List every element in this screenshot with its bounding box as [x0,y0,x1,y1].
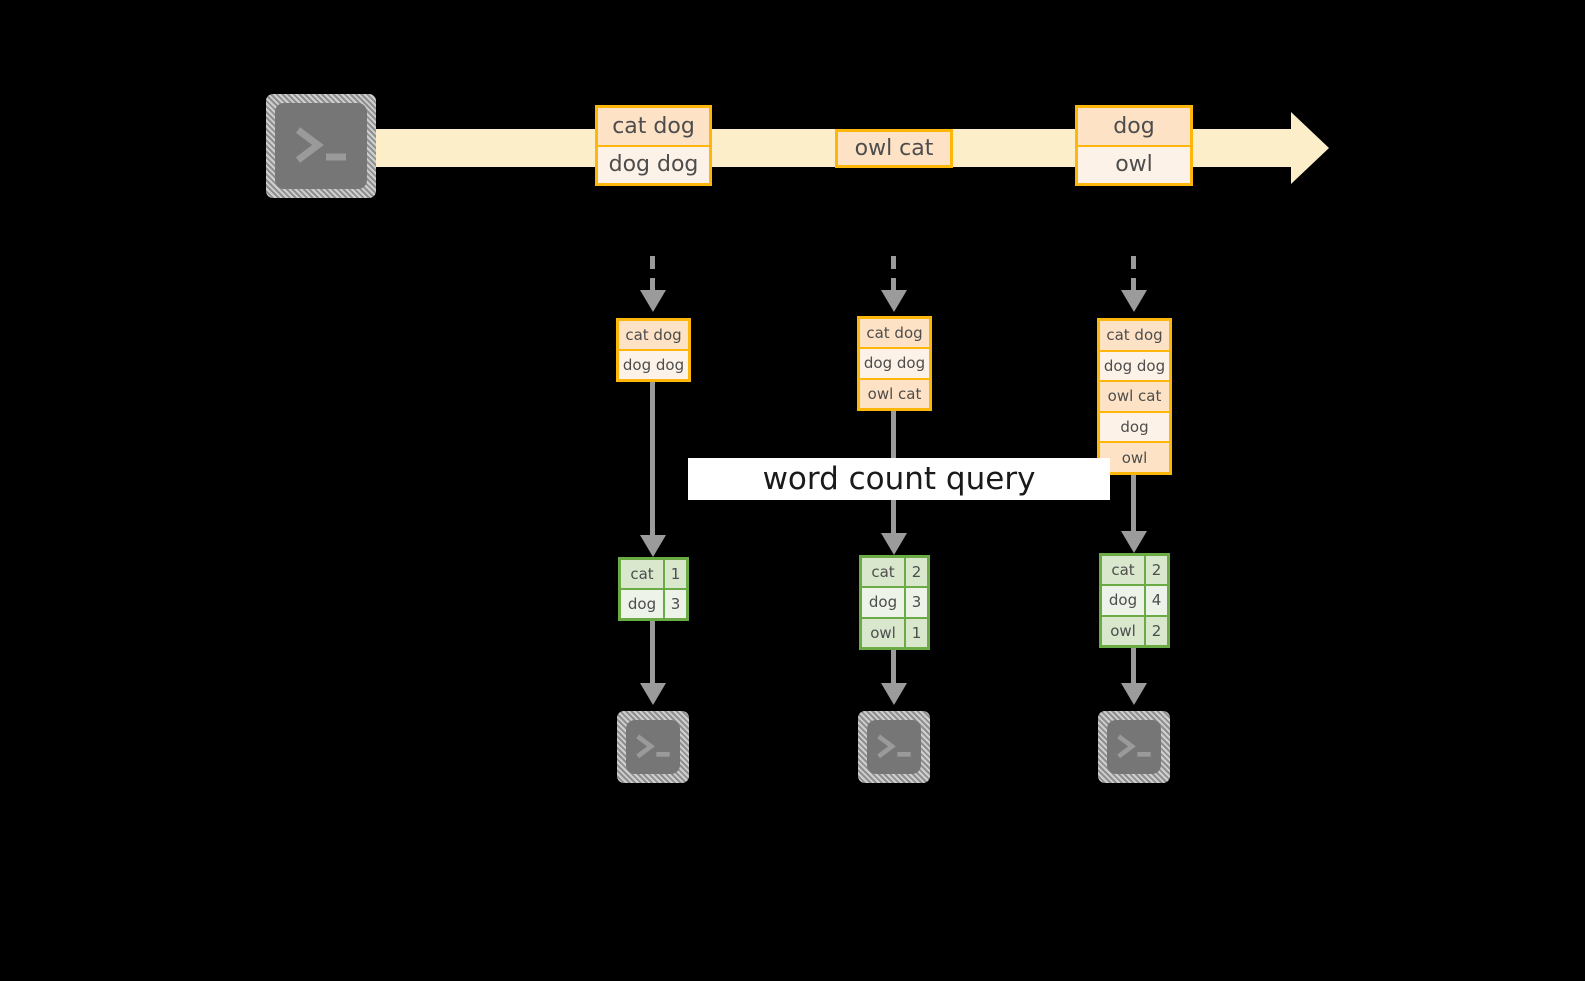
count-key: dog [621,590,665,618]
count-row: cat 2 [1102,556,1167,587]
arrowhead-icon [640,683,666,705]
stream-record: cat dog dog dog [595,105,712,186]
prompt-glyph-icon [1117,734,1151,759]
source-terminal-icon[interactable] [266,94,376,198]
snapshot-line: owl [1100,443,1169,472]
arrowhead-icon [640,535,666,557]
count-value: 1 [906,618,927,647]
count-value: 2 [906,558,927,587]
stream-to-snapshot-connector [891,256,896,294]
snapshot-2-counts: cat 2 dog 3 owl 1 [859,555,930,650]
snapshot-1-records: cat dog dog dog [616,318,691,382]
snapshot-3-to-counts-connector [1131,475,1136,535]
prompt-glyph-icon [636,734,670,759]
snapshot-line: owl cat [860,379,929,408]
page-title: word count query [762,461,1036,497]
arrowhead-icon [1121,683,1147,705]
record-line: dog [1078,108,1190,147]
count-value: 3 [665,590,686,618]
sink-terminal-2-icon[interactable] [858,711,930,783]
snapshot-line: dog dog [619,351,688,379]
record-line: owl cat [838,132,950,165]
count-row: owl 1 [862,618,927,647]
record-line: dog dog [598,146,709,183]
count-row: owl 2 [1102,616,1167,645]
terminal-body [1107,720,1161,774]
snapshot-line: dog dog [1100,351,1169,383]
arrowhead-icon [881,683,907,705]
snapshot-1-to-counts-connector [650,382,655,539]
counts-1-to-sink-connector [650,621,655,687]
count-key: cat [1102,556,1146,585]
count-value: 2 [1146,616,1167,645]
count-key: owl [862,618,906,647]
stream-to-snapshot-connector [650,256,655,294]
count-value: 4 [1146,586,1167,615]
prompt-glyph-icon [295,127,346,163]
snapshot-line: cat dog [1100,321,1169,352]
arrowhead-icon [881,290,907,312]
sink-terminal-3-icon[interactable] [1098,711,1170,783]
terminal-body [867,720,921,774]
snapshot-line: dog [1100,412,1169,444]
count-value: 2 [1146,556,1167,585]
count-key: cat [621,560,665,588]
arrowhead-icon [1121,290,1147,312]
prompt-glyph-icon [877,734,911,759]
count-row: dog 4 [1102,586,1167,617]
right-arrow-icon [1291,112,1329,184]
count-key: owl [1102,616,1146,645]
count-key: cat [862,558,906,587]
counts-3-to-sink-connector [1131,648,1136,687]
snapshot-1-counts: cat 1 dog 3 [618,557,689,621]
sink-terminal-1-icon[interactable] [617,711,689,783]
stream-record: dog owl [1075,105,1193,186]
query-label-band [688,458,1110,500]
record-line: owl [1078,146,1190,183]
snapshot-2-records: cat dog dog dog owl cat [857,316,932,411]
stream-to-snapshot-connector [1131,256,1136,294]
count-row: cat 1 [621,560,686,590]
terminal-body [275,103,367,189]
count-key: dog [1102,586,1146,615]
snapshot-line: dog dog [860,349,929,380]
arrowhead-icon [1121,531,1147,553]
snapshot-line: cat dog [860,319,929,350]
counts-2-to-sink-connector [891,650,896,687]
snapshot-3-records: cat dog dog dog owl cat dog owl [1097,318,1172,475]
arrowhead-icon [881,533,907,555]
count-value: 1 [665,560,686,588]
count-row: dog 3 [621,590,686,618]
count-value: 3 [906,588,927,617]
terminal-body [626,720,680,774]
snapshot-line: owl cat [1100,382,1169,413]
count-row: cat 2 [862,558,927,589]
count-key: dog [862,588,906,617]
snapshot-3-counts: cat 2 dog 4 owl 2 [1099,553,1170,648]
count-row: dog 3 [862,588,927,619]
record-line: cat dog [598,108,709,147]
arrowhead-icon [640,290,666,312]
stream-record: owl cat [835,129,953,168]
snapshot-line: cat dog [619,321,688,351]
